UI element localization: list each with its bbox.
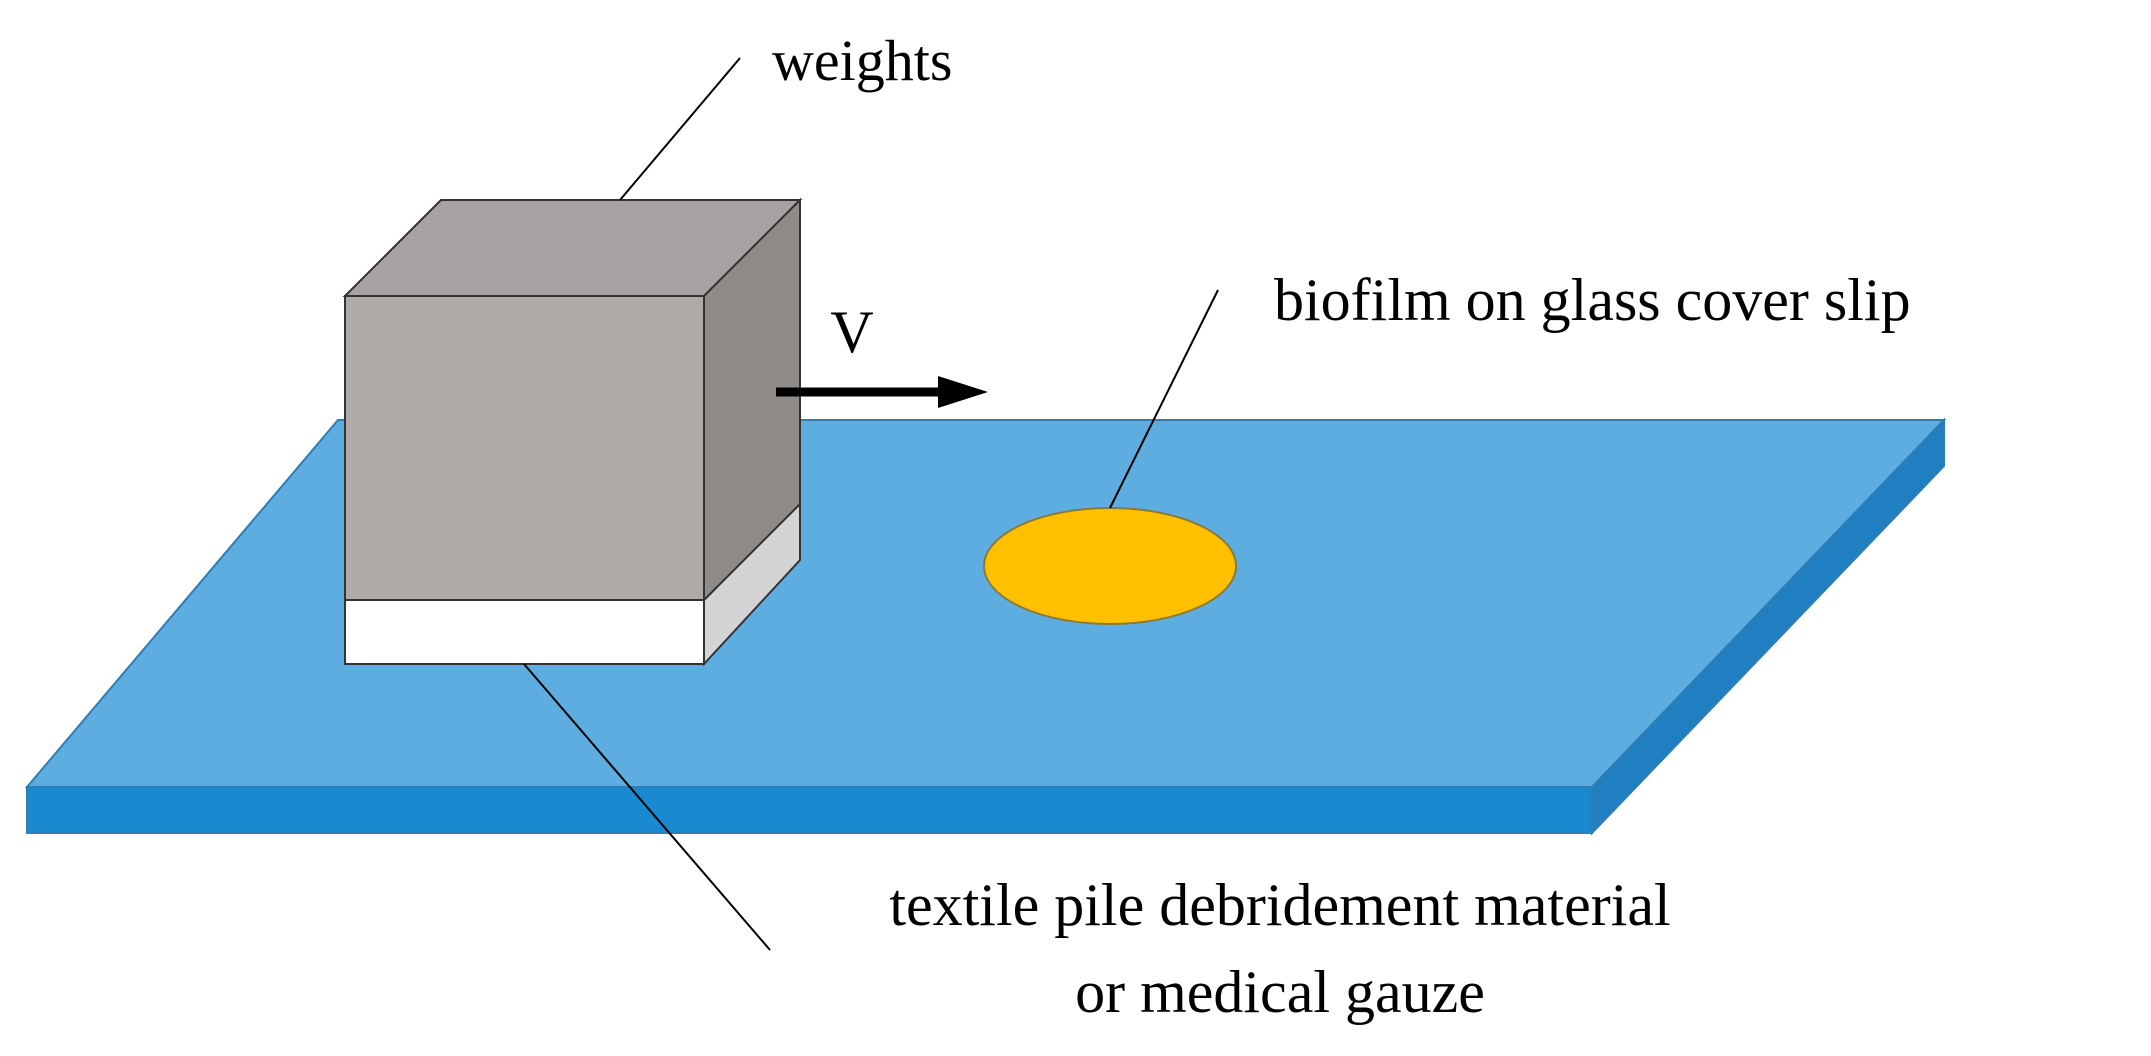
- biofilm-label: biofilm on glass cover slip: [1274, 267, 1911, 333]
- biofilm-leader-line: [1109, 289, 1219, 509]
- pad-front-face: [344, 599, 705, 665]
- weights-label: weights: [772, 28, 952, 93]
- material-label-line2: or medical gauze: [1075, 959, 1485, 1025]
- biofilm-spot: [983, 507, 1237, 625]
- material-label-line1: textile pile debridement material: [889, 872, 1670, 938]
- glass-plate: [24, 417, 1947, 836]
- velocity-arrow: V: [776, 299, 988, 408]
- right-arrow-icon: [938, 376, 988, 408]
- weights-cube: [342, 197, 803, 667]
- weights-leader-line: [619, 57, 741, 201]
- plate-front-face: [26, 786, 1593, 834]
- material-leader-line: [523, 663, 771, 951]
- cube-front-face: [344, 295, 705, 601]
- velocity-label: V: [830, 299, 873, 365]
- plate-side-face: [1591, 417, 1945, 836]
